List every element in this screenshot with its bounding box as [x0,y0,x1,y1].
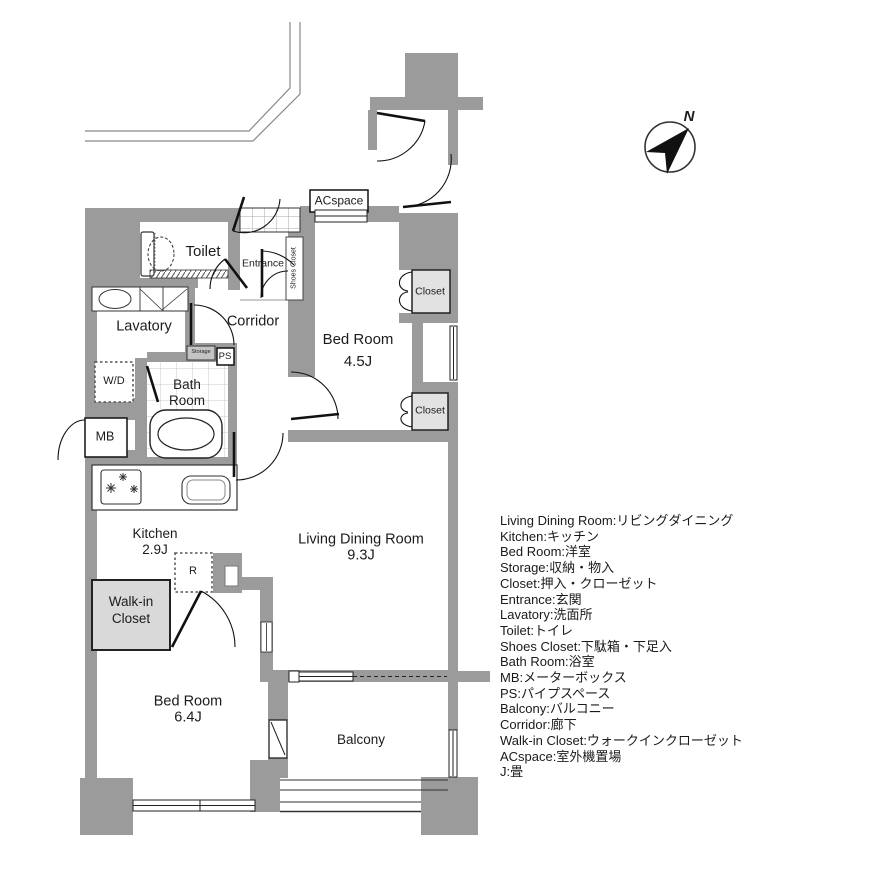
label-lavatory: Lavatory [116,318,172,335]
label-washer-dryer: W/D [103,375,125,388]
wall-niche [224,565,239,587]
legend-line: Bath Room:浴室 [500,654,595,670]
doors [57,111,452,648]
legend-line: Walk-in Closet:ウォークインクローゼット [500,732,743,748]
legend-line: PS:パイプスペース [500,685,611,701]
label-living-dining-name: Living Dining Room [298,531,424,548]
legend-line: Kitchen:キッチン [500,528,599,544]
label-acspace: ACspace [314,193,364,208]
label-bedroom2-size: 6.4J [174,709,202,726]
kitchen-sink [181,475,231,505]
stove [100,469,142,505]
label-bedroom1-name: Bed Room [322,331,394,349]
legend-line: Lavatory:洗面所 [500,607,593,623]
entrance-tile-floor [239,207,301,301]
label-living-dining-size: 9.3J [347,547,375,564]
legend-line: J:畳 [500,764,524,780]
label-closet-1: Closet [415,285,445,298]
kitchen-counter [91,464,238,511]
lavatory-door [189,303,235,346]
walk-in-closet-box [91,579,171,651]
label-bedroom1-size: 4.5J [343,353,373,371]
porch-lower-door [402,153,452,209]
shoes-closet-door [260,270,289,299]
washbasin [91,286,189,312]
washer-dryer-box [94,361,134,403]
fridge-space-box [174,552,213,593]
label-bathroom-line2: Room [168,392,206,408]
label-shoes-closet: Shoes Closet [290,247,298,289]
legend-line: ACspace:室外機置場 [500,748,622,764]
label-entrance: Entrance [241,257,285,270]
closet-2-folding-door [400,395,413,428]
legend-line: Living Dining Room:リビングダイニング [500,513,734,528]
toilet-door [209,258,249,290]
closet-1-folding-door [398,271,413,312]
ps-box [216,347,235,366]
label-toilet: Toilet [185,243,221,261]
legend-line: Toilet:トイレ [500,622,573,638]
legend-line: Entrance:玄関 [500,591,582,607]
label-ps: PS [218,351,232,363]
mb-box [84,417,128,458]
toilet-fixture [140,231,229,279]
label-storage: Storage [191,349,211,356]
walls [80,53,490,835]
legend-line: Storage:収納・物入 [500,560,615,576]
site-boundary-line [85,22,301,142]
bedroom2-door [170,590,236,648]
living-room-door [232,432,284,481]
bathtub [149,409,223,459]
compass-icon [644,121,696,174]
balcony-railing [280,779,448,813]
compass-north-label: N [683,108,695,126]
legend-line: Bed Room:洋室 [500,544,592,560]
front-door [231,196,281,234]
legend-line: Shoes Closet:下駄箱・下足入 [500,638,672,654]
bedroom1-door [290,371,340,421]
label-kitchen-size: 2.9J [142,541,168,557]
shoes-closet-box [285,236,304,301]
closet-2-box [411,392,449,431]
label-walkin-line2: Closet [111,610,151,626]
bathroom-door [145,365,160,403]
porch-upper-door [376,111,426,162]
closet-1-box [411,269,451,314]
label-walkin-line1: Walk-in [108,593,154,609]
storage-box [186,345,216,361]
label-closet-2: Closet [415,404,445,417]
label-kitchen-name: Kitchen [132,525,178,541]
legend-line: MB:メーターボックス [500,670,627,686]
label-mb: MB [95,429,115,444]
mb-door [57,419,86,461]
windows [132,209,458,812]
legend-line: Corridor:廊下 [500,717,577,733]
label-bathroom-line1: Bath [173,376,201,392]
legend-line: Closet:押入・クローゼット [500,575,658,591]
label-corridor: Corridor [226,313,280,330]
legend-line: Balcony:バルコニー [500,701,615,717]
label-balcony: Balcony [336,731,386,747]
label-bedroom2-name: Bed Room [153,693,223,710]
label-fridge: R [189,565,197,578]
legend: Living Dining Room:リビングダイニング Kitchen:キッチ… [500,513,743,780]
